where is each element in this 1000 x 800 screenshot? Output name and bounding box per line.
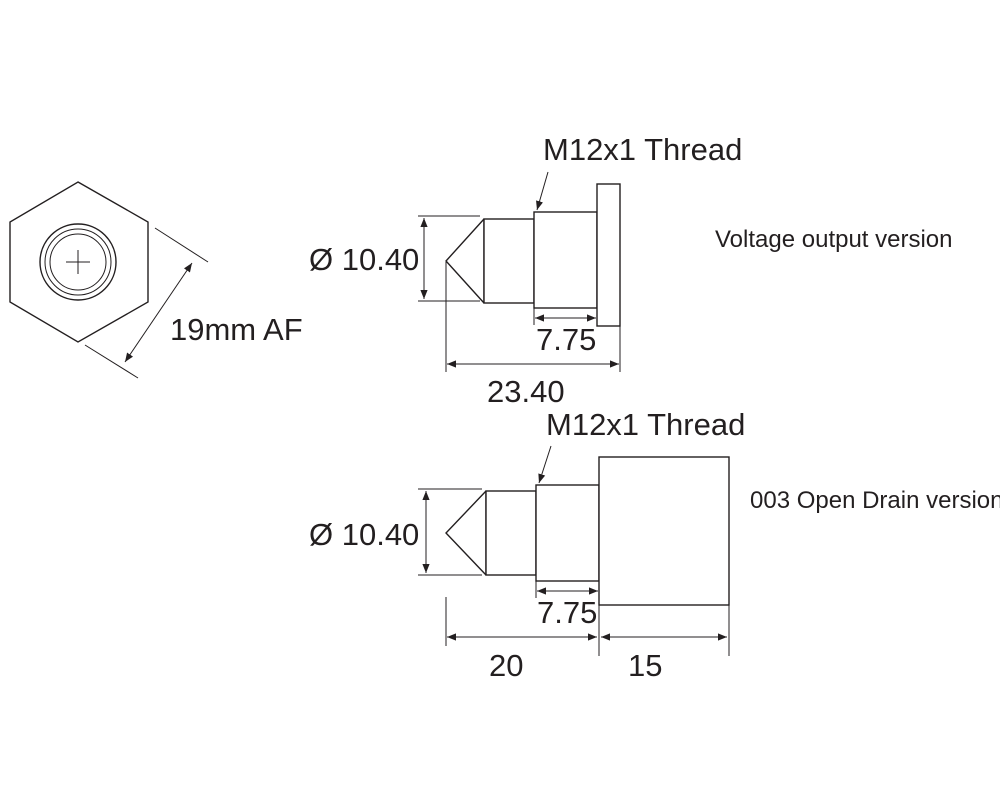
hex-end-view: 19mm AF — [9, 181, 303, 379]
thread-label: M12x1 Thread — [546, 407, 745, 442]
probe-tip — [445, 218, 485, 304]
probe-shank — [483, 218, 535, 304]
probe-length-label: 20 — [489, 648, 523, 683]
thread-length-label: 7.75 — [537, 595, 597, 630]
voltage-output-side-view: Ø 10.40 M12x1 Thread 7.75 23.40 Voltage … — [309, 132, 953, 409]
af-dimension-line — [124, 262, 193, 363]
thread-section — [535, 484, 600, 582]
thread-section — [533, 211, 598, 309]
hex-inner-ring — [49, 233, 107, 291]
af-extension-top — [154, 227, 209, 263]
hex-outline — [9, 181, 149, 343]
diameter-label: Ø 10.40 — [309, 242, 419, 277]
diameter-label: Ø 10.40 — [309, 517, 419, 552]
body-length-label: 15 — [628, 648, 662, 683]
open-drain-version-title: 003 Open Drain version — [750, 487, 1000, 514]
af-extension-bottom — [84, 344, 139, 379]
thread-label: M12x1 Thread — [543, 132, 742, 167]
af-label: 19mm AF — [170, 312, 303, 347]
probe-tip — [445, 490, 487, 576]
voltage-version-title: Voltage output version — [715, 226, 953, 253]
thread-leader — [538, 445, 552, 484]
thread-leader — [536, 171, 549, 211]
hex-outer-ring — [39, 223, 117, 301]
electronics-housing — [598, 456, 730, 606]
open-drain-side-view: Ø 10.40 M12x1 Thread 7.75 20 15 003 Open… — [309, 407, 1000, 683]
probe-shank — [485, 490, 537, 576]
overall-length-label: 23.40 — [487, 374, 565, 409]
hex-middle-ring — [44, 228, 112, 296]
thread-length-label: 7.75 — [536, 322, 596, 357]
mounting-flange — [596, 183, 621, 327]
